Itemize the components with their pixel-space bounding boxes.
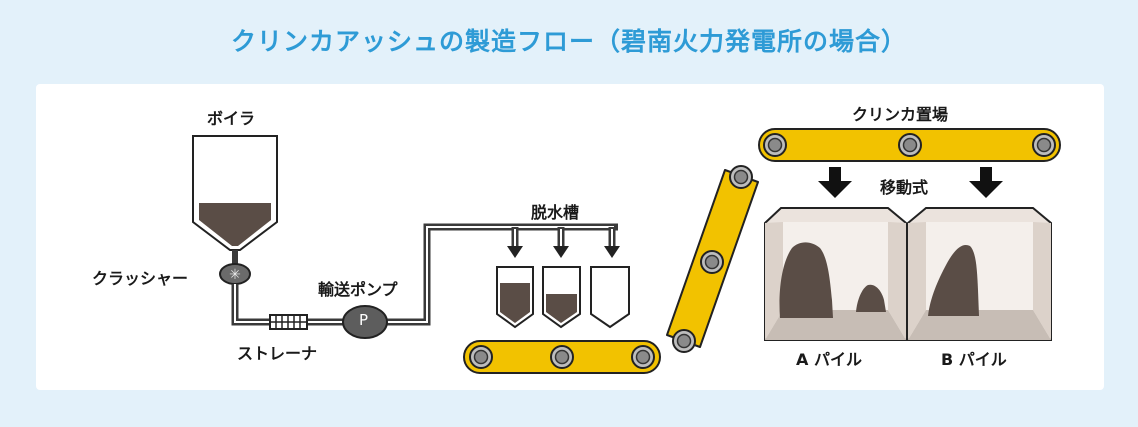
dewatering-tank-label: 脱水槽	[531, 203, 580, 222]
pump-label: 輸送ポンプ	[318, 280, 398, 299]
crusher-label: クラッシャー	[92, 269, 189, 288]
tank-feed-pipes-inner	[514, 229, 613, 246]
dewatering-tank-2	[542, 266, 581, 329]
dewatering-tank-1	[496, 266, 534, 329]
drop-arrow-b	[969, 167, 1003, 198]
transport-pipe-inner	[234, 226, 614, 323]
pump-mark: P	[359, 311, 369, 329]
pipe-boiler-crusher	[232, 250, 238, 266]
strainer-label: ストレーナ	[237, 344, 318, 363]
pile-a-label: A パイル	[796, 350, 862, 369]
transport-pump	[342, 305, 388, 339]
pile-b-room	[907, 207, 1052, 341]
svg-text:✳: ✳	[229, 267, 241, 283]
boiler-hopper	[192, 135, 278, 251]
tank-feed-arrows	[507, 246, 620, 258]
conveyor-top	[758, 128, 1061, 162]
clinker-yard-label: クリンカ置場	[852, 105, 949, 124]
pile-b-label: B パイル	[941, 350, 1007, 369]
conveyor-bottom	[463, 340, 661, 374]
conveyor-inclined	[666, 165, 759, 353]
dewatering-tank-3	[590, 266, 630, 329]
boiler-label: ボイラ	[207, 109, 256, 128]
diagram-title: クリンカアッシュの製造フロー（碧南火力発電所の場合）	[230, 27, 907, 56]
pile-a-room	[764, 207, 907, 341]
mobile-type-label: 移動式	[880, 178, 929, 197]
crusher: ✳	[219, 263, 251, 285]
drop-arrow-a	[818, 167, 852, 198]
strainer	[269, 314, 308, 330]
